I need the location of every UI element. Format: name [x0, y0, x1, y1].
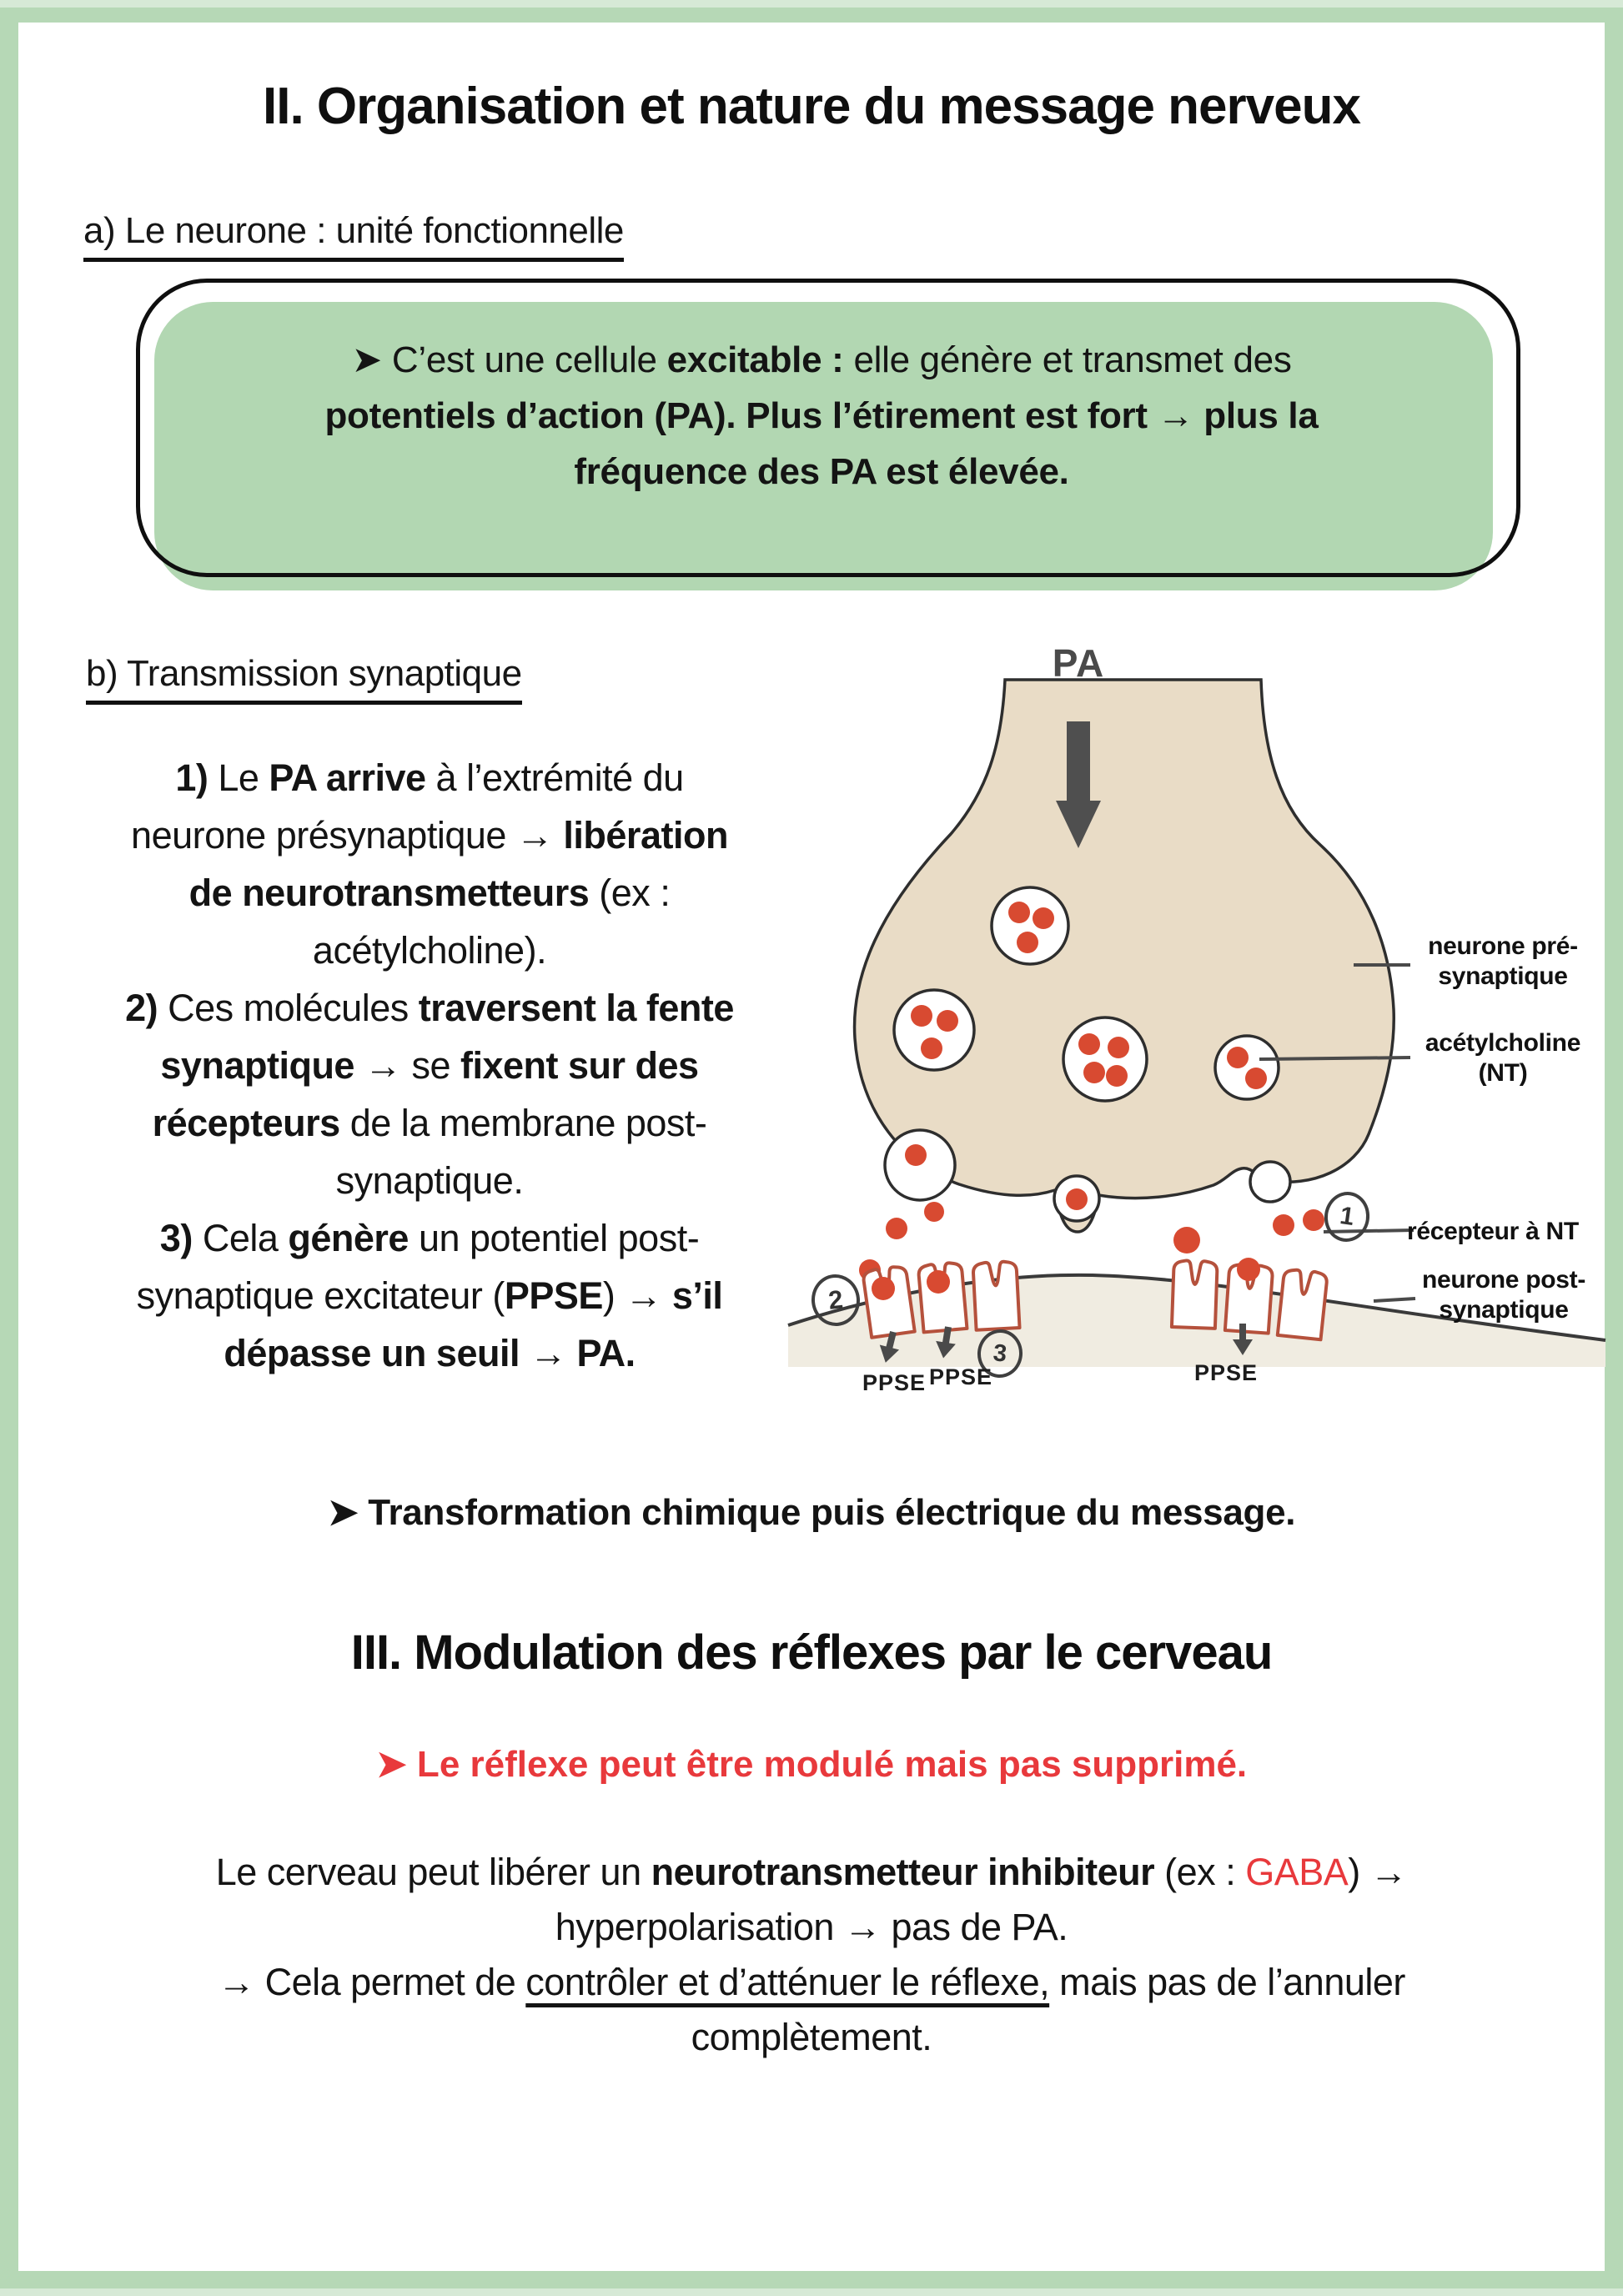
section-a-heading-wrap: a) Le neurone : unité fonctionnelle: [83, 210, 624, 262]
section-b-heading-wrap: b) Transmission synaptique: [86, 653, 522, 705]
label-nt-receptor: récepteur à NT: [1407, 1218, 1579, 1245]
pa-label: PA: [1052, 641, 1105, 685]
section-iii-heading: III. Modulation des réflexes par le cerv…: [350, 1625, 1274, 1680]
label-leader-lines: [1259, 963, 1416, 1303]
synapse-diagram: PA 1 2 3 PPSE PPSE PPSE neurone pré- syn…: [780, 638, 1610, 1443]
synapse-diagram-graphic: [787, 678, 1606, 1367]
section-a-heading: a) Le neurone : unité fonctionnelle: [83, 210, 624, 262]
vesicles: [892, 886, 1280, 1103]
brain-inhibition-paragraph: Le cerveau peut libérer un neurotransmet…: [215, 1851, 1408, 2058]
top-edge-strip: [0, 0, 1623, 8]
neurotransmitter-dots-in-vesicles: [911, 902, 1267, 1089]
ppse-arrows: [879, 1324, 1253, 1363]
transformation-note: ➤ Transformation chimique puis électriqu…: [327, 1492, 1296, 1533]
key-point-box-outline: [136, 279, 1520, 577]
neurotransmitter-dots-on-receptors: [872, 1227, 1260, 1300]
page-title: II. Organisation et nature du message ne…: [263, 78, 1361, 135]
key-point-box-text: ➤ C’est une cellule excitable : elle gén…: [324, 339, 1319, 492]
label-presynaptic-neuron: neurone pré- synaptique: [1428, 932, 1578, 990]
key-point-box-fill: [154, 302, 1493, 590]
bottom-edge-strip: [0, 2288, 1623, 2296]
ppse-label-1: PPSE: [862, 1370, 927, 1395]
label-postsynaptic-neuron: neurone post- synaptique: [1421, 1266, 1586, 1324]
ppse-label-2: PPSE: [928, 1364, 993, 1389]
reflex-modulation-note: ➤ Le réflexe peut être modulé mais pas s…: [375, 1744, 1248, 1785]
exocytosis-pockets: [883, 1128, 1292, 1223]
section-b-heading: b) Transmission synaptique: [86, 653, 522, 705]
pa-arrow-icon: [1056, 721, 1101, 848]
ppse-label-3: PPSE: [1193, 1360, 1259, 1385]
label-acetylcholine: acétylcholine (NT): [1425, 1029, 1581, 1087]
